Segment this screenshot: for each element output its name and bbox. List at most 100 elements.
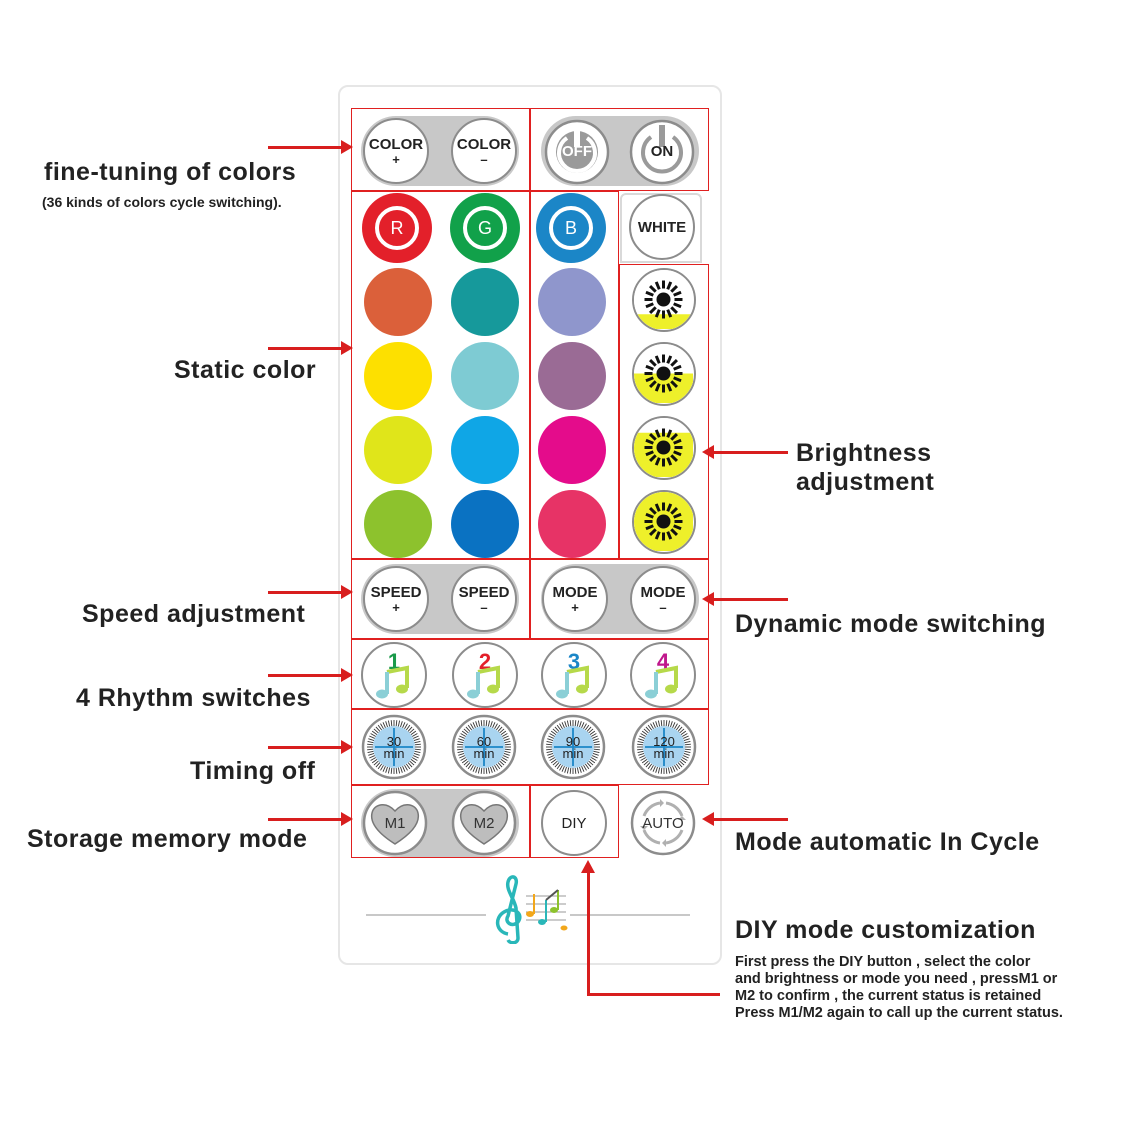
mode-plus-button[interactable]: MODE + [542,566,608,632]
swatch-magenta[interactable] [538,416,606,484]
off-label: OFF [562,143,592,160]
label-fine-tuning: fine-tuning of colors [44,158,297,186]
arrow-auto-cycle [702,812,788,826]
diy-button[interactable]: DIY [541,790,607,856]
swatch-orange[interactable] [364,268,432,336]
rhythm-3-button[interactable]: 3 [541,642,607,708]
rhythm-1-button[interactable]: 1 [361,642,427,708]
music-note-icon [645,665,678,699]
m2-label: M2 [473,815,495,832]
brightness-level-4-button[interactable] [632,490,696,554]
timer-120-number: 120 [653,734,675,749]
arrow-diy-head [581,860,595,873]
rhythm-4-button[interactable]: 4 [630,642,696,708]
label-storage: Storage memory mode [27,825,308,853]
power-icon [544,119,610,185]
white-label: WHITE [637,218,687,236]
footer-divider-left [366,914,486,916]
diy-description-line: Press M1/M2 again to call up the current… [735,1005,1063,1021]
timer-120-button[interactable]: 120 min [631,714,697,780]
brightness-group [619,264,709,559]
timer-30-unit: min [383,746,405,761]
music-note-icon [556,665,589,699]
swatch-teal[interactable] [451,268,519,336]
swatch-mauve[interactable] [538,342,606,410]
swatch-deep-blue[interactable] [451,490,519,558]
rhythm-2-number: 2 [478,649,492,674]
green-button-ring: G [463,206,507,250]
arrow-static-color [268,341,353,355]
brightness-level-1-button[interactable] [632,268,696,332]
color-plus-label: COLOR [368,136,424,153]
diy-description-line: and brightness or mode you need , pressM… [735,971,1058,987]
green-label: G [477,217,492,238]
timer-30-button[interactable]: 30 min [361,714,427,780]
label-fine-tuning-sub: (36 kinds of colors cycle switching). [42,194,282,210]
red-label: R [390,217,404,238]
label-brightness-1: Brightness [796,439,932,467]
color-minus-button[interactable]: COLOR – [451,118,517,184]
timer-60-unit: min [473,746,495,761]
rhythm-4-number: 4 [656,649,670,674]
speed-plus-button[interactable]: SPEED + [363,566,429,632]
red-button[interactable]: R [362,193,432,263]
footer-divider-right [570,914,690,916]
on-label: ON [650,143,674,160]
arrow-diy-horizontal [587,993,720,996]
timer-60-button[interactable]: 60 min [451,714,517,780]
arrow-timing [268,740,353,754]
on-button[interactable]: ON [629,119,695,185]
cycle-arrows-icon [630,790,696,856]
speed-minus-button[interactable]: SPEED – [451,566,517,632]
white-button[interactable]: WHITE [629,194,695,260]
color-plus-sign: + [392,152,400,167]
blue-button[interactable]: B [536,193,606,263]
green-button[interactable]: G [450,193,520,263]
rhythm-2-button[interactable]: 2 [452,642,518,708]
off-button[interactable]: OFF [544,119,610,185]
static-color-group-mid [530,191,619,559]
clock-icon [631,714,697,780]
clock-icon [451,714,517,780]
swatch-yellow[interactable] [364,342,432,410]
swatch-pink-red[interactable] [538,490,606,558]
arrow-rhythm [268,668,353,682]
sun-icon [634,418,693,477]
swatch-green[interactable] [364,490,432,558]
static-color-group-left [351,191,530,559]
speed-minus-sign: – [480,600,488,615]
mode-minus-button[interactable]: MODE – [630,566,696,632]
swatch-lime[interactable] [364,416,432,484]
auto-button[interactable]: AUTO [630,790,696,856]
color-plus-button[interactable]: COLOR + [363,118,429,184]
label-static-color: Static color [174,356,317,384]
swatch-light-teal[interactable] [451,342,519,410]
timer-60-number: 60 [476,734,492,749]
power-group [530,108,709,191]
swatch-lavender[interactable] [538,268,606,336]
mode-minus-sign: – [659,600,667,615]
timer-90-number: 90 [565,734,581,749]
color-minus-label: COLOR [456,136,512,153]
arrow-fine-tuning [268,140,353,154]
heart-icon [451,790,517,856]
sun-icon [634,270,693,329]
label-brightness-2: adjustment [796,468,935,496]
speed-minus-label: SPEED [458,584,510,601]
swatch-sky-blue[interactable] [451,416,519,484]
m1-button[interactable]: M1 [362,790,428,856]
clock-icon [361,714,427,780]
m2-button[interactable]: M2 [451,790,517,856]
sun-icon [634,344,693,403]
speed-plus-sign: + [392,600,400,615]
brightness-level-2-button[interactable] [632,342,696,406]
diy-description: First press the DIY button , select the … [735,954,1063,1022]
label-rhythm: 4 Rhythm switches [76,684,311,712]
label-auto-cycle: Mode automatic In Cycle [735,828,1040,856]
brightness-level-3-button[interactable] [632,416,696,480]
diy-description-line: M2 to confirm , the current status is re… [735,988,1042,1004]
blue-button-ring: B [549,206,593,250]
mode-minus-label: MODE [640,584,686,601]
timer-90-button[interactable]: 90 min [540,714,606,780]
arrow-storage [268,812,353,826]
